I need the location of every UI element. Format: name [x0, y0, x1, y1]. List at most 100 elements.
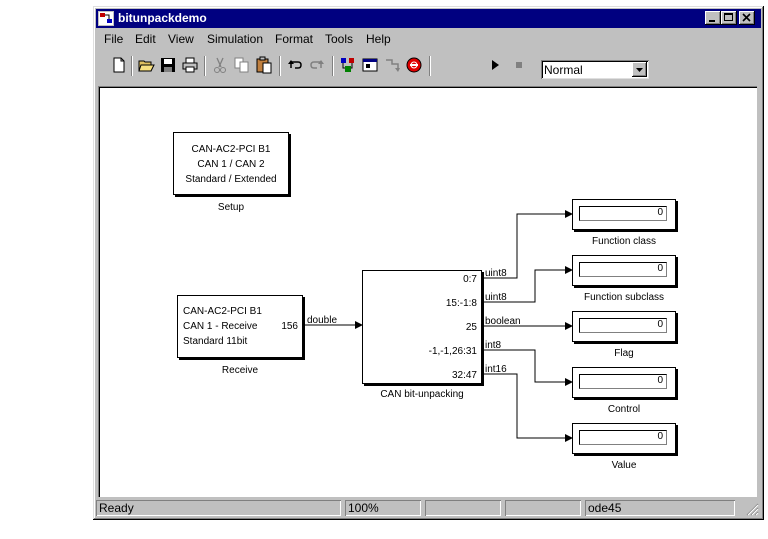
unpack-port-5: 32:47 — [451, 370, 477, 381]
setup-line-1: CAN-AC2-PCI B1 — [191, 144, 271, 155]
display-block-function-subclass[interactable]: 0 — [572, 255, 676, 286]
display-value: 0 — [657, 207, 663, 218]
setup-line-3: Standard / Extended — [185, 174, 277, 185]
unpack-port-1: 0:7 — [463, 274, 477, 285]
maximize-button[interactable] — [721, 11, 737, 25]
close-icon — [742, 13, 751, 22]
display-label-function-class: Function class — [592, 236, 656, 247]
display-block-flag[interactable]: 0 — [572, 311, 676, 342]
display-block-function-class[interactable]: 0 — [572, 199, 676, 230]
unpack-block-label: CAN bit-unpacking — [380, 389, 464, 400]
new-model-icon[interactable] — [110, 56, 128, 74]
cut-icon[interactable] — [211, 56, 229, 74]
status-zoom: 100% — [348, 501, 379, 515]
simulation-mode-select[interactable]: Normal — [541, 60, 649, 79]
diagram-canvas[interactable]: CAN-AC2-PCI B1 CAN 1 / CAN 2 Standard / … — [98, 86, 757, 497]
signal-lines — [304, 210, 573, 442]
undo-icon[interactable] — [286, 56, 304, 74]
receive-port-label: 156 — [281, 321, 298, 332]
receive-block-label: Receive — [221, 365, 259, 376]
close-button[interactable] — [739, 11, 755, 25]
display-field: 0 — [579, 374, 667, 389]
debugger-icon[interactable] — [383, 56, 401, 74]
display-field: 0 — [579, 318, 667, 333]
status-bar: Ready 100% ode45 — [96, 499, 761, 517]
status-zoom-pane: 100% — [345, 500, 421, 516]
output-signal-type-2: uint8 — [485, 292, 507, 303]
output-signal-type-4: int8 — [485, 340, 502, 351]
menu-view[interactable]: View — [168, 32, 194, 46]
toolbar-separator — [429, 56, 431, 76]
setup-line-2: CAN 1 / CAN 2 — [197, 159, 265, 170]
model-window: bitunpackdemo File Edit View Simulation … — [93, 6, 764, 520]
window-title: bitunpackdemo — [118, 11, 207, 25]
save-icon[interactable] — [159, 56, 177, 74]
start-simulation-icon[interactable] — [486, 56, 504, 74]
status-empty-pane — [505, 500, 581, 516]
menu-bar: File Edit View Simulation Format Tools H… — [96, 29, 761, 49]
chevron-down-icon — [636, 68, 643, 72]
model-browser-icon[interactable] — [361, 56, 379, 74]
status-empty-pane — [425, 500, 501, 516]
receive-block[interactable]: CAN-AC2-PCI B1 CAN 1 - Receive Standard … — [177, 295, 303, 358]
display-block-control[interactable]: 0 — [572, 367, 676, 398]
display-label-value: Value — [611, 460, 637, 471]
open-folder-icon[interactable] — [137, 56, 155, 74]
menu-format[interactable]: Format — [275, 32, 314, 46]
print-icon[interactable] — [181, 56, 199, 74]
receive-line-1: CAN-AC2-PCI B1 — [183, 306, 262, 317]
simulink-app-icon — [98, 11, 114, 26]
display-value: 0 — [657, 319, 663, 330]
menu-file[interactable]: File — [104, 32, 124, 46]
menu-tools[interactable]: Tools — [325, 32, 354, 46]
status-state: Ready — [99, 501, 134, 515]
setup-block-label: Setup — [217, 202, 245, 213]
display-value: 0 — [657, 375, 663, 386]
unpack-port-2: 15:-1:8 — [445, 298, 477, 309]
display-value: 0 — [657, 431, 663, 442]
display-label-control: Control — [607, 404, 641, 415]
dropdown-button[interactable] — [632, 62, 647, 77]
minimize-icon — [709, 20, 715, 22]
status-state-pane: Ready — [96, 500, 341, 516]
paste-icon[interactable] — [255, 56, 273, 74]
toolbar-separator — [332, 56, 334, 76]
resize-grip-icon[interactable] — [746, 503, 759, 516]
status-solver: ode45 — [588, 501, 622, 515]
library-browser-icon[interactable] — [339, 56, 357, 74]
display-field: 0 — [579, 430, 667, 445]
output-signal-type-1: uint8 — [485, 268, 507, 279]
maximize-icon — [724, 13, 733, 21]
toolbar-separator — [204, 56, 206, 76]
menu-edit[interactable]: Edit — [135, 32, 156, 46]
status-solver-pane: ode45 — [585, 500, 735, 516]
signal-line-value — [482, 373, 573, 442]
copy-icon[interactable] — [233, 56, 251, 74]
receive-line-3: Standard 11bit — [183, 336, 248, 347]
redo-icon[interactable] — [308, 56, 326, 74]
toolbar: Normal — [96, 51, 761, 81]
display-label-function-subclass: Function subclass — [583, 292, 665, 303]
output-signal-type-5: int16 — [485, 364, 507, 375]
display-field: 0 — [579, 206, 667, 221]
minimize-button[interactable] — [705, 11, 721, 25]
stop-simulation-icon[interactable] — [510, 56, 528, 74]
display-label-flag: Flag — [614, 348, 634, 359]
toolbar-separator — [131, 56, 133, 76]
display-field: 0 — [579, 262, 667, 277]
receive-line-2: CAN 1 - Receive — [183, 321, 258, 332]
unpack-port-3: 25 — [465, 322, 477, 333]
display-value: 0 — [657, 263, 663, 274]
simulation-mode-value: Normal — [544, 63, 583, 77]
stop-sign-icon[interactable] — [405, 56, 423, 74]
display-block-value[interactable]: 0 — [572, 423, 676, 454]
setup-block[interactable]: CAN-AC2-PCI B1 CAN 1 / CAN 2 Standard / … — [173, 132, 289, 195]
unpack-port-4: -1,-1,26:31 — [428, 346, 477, 357]
menu-help[interactable]: Help — [366, 32, 391, 46]
title-bar[interactable]: bitunpackdemo — [96, 9, 761, 28]
can-bit-unpacking-block[interactable]: 0:7 15:-1:8 25 -1,-1,26:31 32:47 — [362, 270, 482, 384]
menu-simulation[interactable]: Simulation — [207, 32, 264, 46]
signal-line-function-class — [482, 210, 573, 279]
output-signal-type-3: boolean — [485, 316, 521, 327]
input-signal-type: double — [307, 315, 338, 326]
